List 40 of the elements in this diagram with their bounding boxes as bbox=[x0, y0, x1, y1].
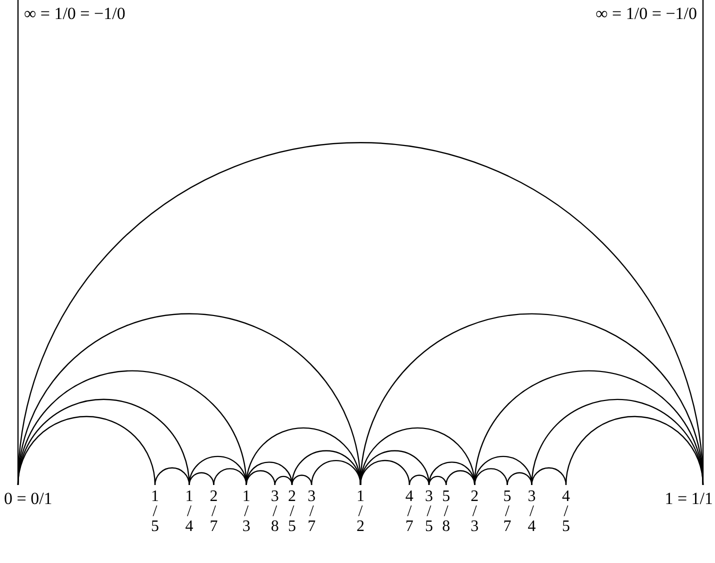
arc bbox=[531, 467, 567, 486]
fraction-label: 4/5 bbox=[562, 489, 570, 534]
fraction-label: 0 = 0/1 bbox=[4, 489, 52, 509]
arc bbox=[428, 476, 447, 486]
fraction-label: 1 = 1/1 bbox=[664, 489, 713, 509]
arc bbox=[310, 460, 362, 486]
infinity-label: ∞ = 1/0 = −1/0 bbox=[24, 4, 126, 24]
arc bbox=[154, 467, 190, 486]
arc bbox=[188, 472, 214, 486]
fraction-label: 4/7 bbox=[405, 489, 414, 534]
arc bbox=[565, 416, 704, 486]
arc bbox=[17, 416, 156, 486]
arc bbox=[474, 456, 532, 486]
fraction-label: 3/4 bbox=[528, 489, 536, 534]
fraction-label: 3/7 bbox=[308, 489, 316, 534]
arc bbox=[246, 470, 276, 486]
arc bbox=[531, 398, 704, 486]
arc bbox=[446, 470, 476, 486]
fraction-label: 3/8 bbox=[270, 489, 279, 534]
arc bbox=[506, 472, 532, 486]
arc bbox=[408, 474, 430, 486]
arc bbox=[360, 460, 410, 486]
fraction-label: 1/4 bbox=[185, 489, 194, 534]
fraction-label: 5/7 bbox=[503, 489, 512, 534]
arc bbox=[291, 450, 362, 486]
fraction-label: 1/2 bbox=[356, 489, 364, 534]
arc bbox=[428, 462, 476, 486]
fraction-label: 2/3 bbox=[470, 489, 479, 534]
fraction-label: 1/3 bbox=[242, 489, 250, 534]
arc bbox=[188, 456, 247, 486]
arc bbox=[474, 468, 508, 486]
fraction-label: 2/7 bbox=[210, 489, 218, 534]
infinity-label: ∞ = 1/0 = −1/0 bbox=[596, 4, 697, 24]
arc bbox=[291, 474, 312, 486]
arc bbox=[274, 476, 293, 486]
fraction-label: 1/5 bbox=[151, 489, 159, 534]
arc bbox=[213, 468, 247, 486]
fraction-label: 5/8 bbox=[442, 489, 450, 534]
fraction-label: 2/5 bbox=[288, 489, 296, 534]
fraction-label: 3/5 bbox=[425, 489, 433, 534]
